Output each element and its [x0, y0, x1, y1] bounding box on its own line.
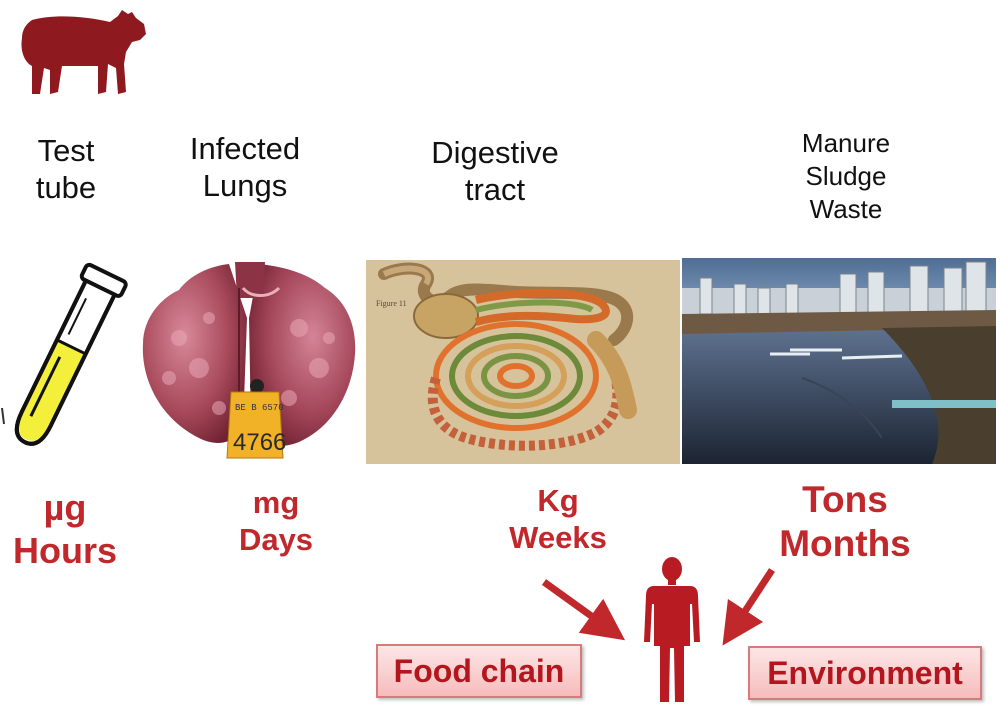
- stage-label-waste: Manure Sludge Waste: [770, 127, 922, 226]
- lung-tag-code: BE B 6570: [235, 403, 284, 413]
- human-icon: [644, 557, 700, 702]
- stage-quantity-waste: Tons Months: [760, 478, 930, 567]
- digestive-tract-illustration: Figure 11: [366, 260, 680, 464]
- svg-text:Figure 11: Figure 11: [376, 299, 407, 308]
- test-tube-icon: [1, 262, 128, 446]
- arrow-to-human-right: [722, 568, 775, 646]
- stage-label-line: tract: [464, 172, 526, 208]
- stage-quantity-lungs: mg Days: [216, 484, 336, 558]
- stage-label-lungs: Infected Lungs: [168, 130, 322, 204]
- arrow-to-human-left: [541, 579, 626, 641]
- stage-label-line: Test: [37, 133, 95, 168]
- quantity-time: Weeks: [509, 520, 607, 556]
- lung-tag-number: 4766: [233, 429, 286, 456]
- quantity-unit: µg: [43, 487, 87, 528]
- lungs-photo: BE B 6570 4766: [139, 258, 361, 464]
- stage-label-line: Waste: [809, 194, 883, 225]
- stage-label-line: Lungs: [202, 168, 288, 204]
- environment-box: Environment: [748, 646, 982, 700]
- manure-lagoon-photo: [682, 258, 996, 464]
- stage-label-line: Manure: [801, 128, 891, 158]
- stage-label-line: Digestive: [431, 135, 559, 170]
- quantity-unit: mg: [252, 485, 300, 520]
- quantity-time: Months: [779, 523, 911, 565]
- stage-quantity-test-tube: µg Hours: [0, 486, 130, 572]
- quantity-unit: Tons: [802, 479, 888, 520]
- quantity-time: Hours: [12, 530, 117, 572]
- food-chain-box: Food chain: [376, 644, 582, 698]
- stage-label-line: Infected: [189, 131, 301, 166]
- cow-icon: [21, 10, 146, 94]
- stage-quantity-digestive: Kg Weeks: [490, 482, 626, 556]
- stage-label-digestive: Digestive tract: [408, 134, 582, 208]
- stage-label-test-tube: Test tube: [18, 132, 114, 206]
- quantity-time: Days: [238, 522, 314, 558]
- quantity-unit: Kg: [537, 483, 579, 518]
- stage-label-line: Sludge: [805, 161, 887, 192]
- stage-label-line: tube: [35, 170, 97, 206]
